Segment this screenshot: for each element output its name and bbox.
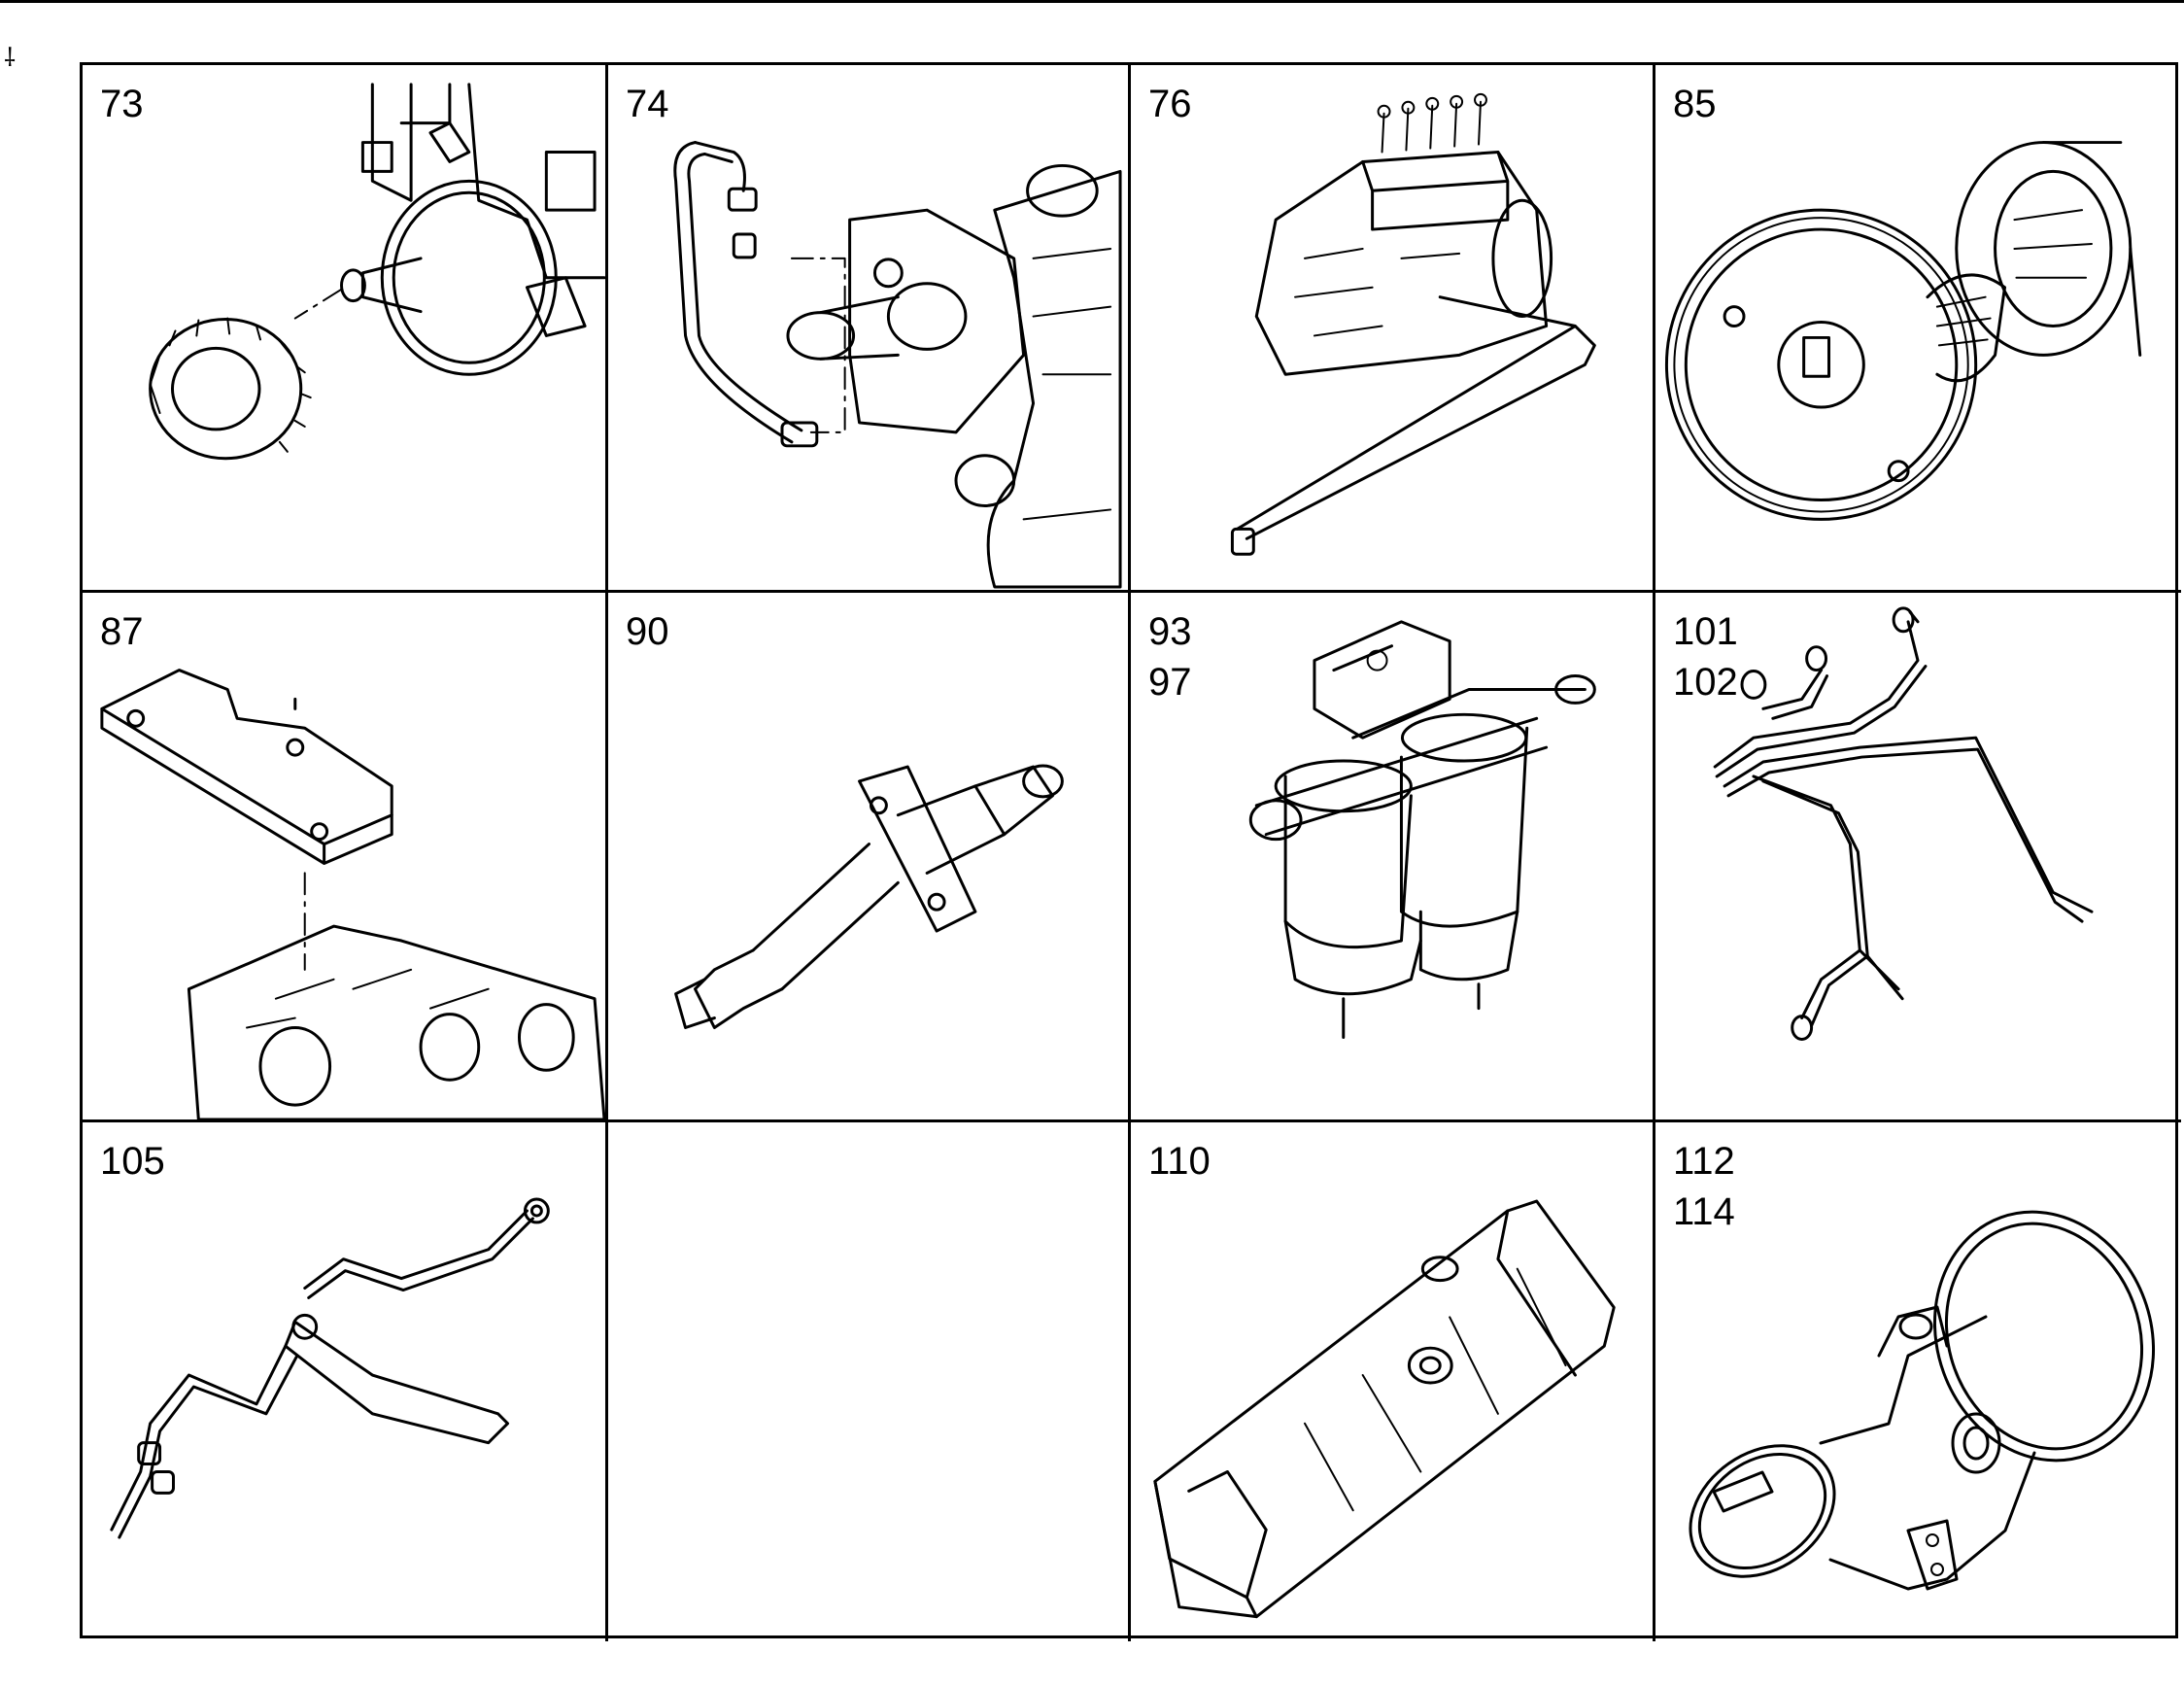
pump-with-pipe-icon <box>673 141 1122 589</box>
item-number: 114 <box>1673 1190 1735 1233</box>
injector-nozzle-icon <box>674 764 1064 1030</box>
item-number: 102 <box>1673 661 1738 704</box>
elbow-housing-icon <box>1689 1210 2156 1591</box>
item-number: 85 <box>1673 83 1717 125</box>
cell-105[interactable]: 105 <box>83 1122 608 1641</box>
cell-74[interactable]: 74 <box>608 65 1131 593</box>
injection-pump-gear-icon <box>149 83 605 461</box>
cell-110[interactable]: 110 <box>1131 1122 1655 1641</box>
gear-and-coupling-icon <box>1664 141 2142 521</box>
inline-injection-pump-icon <box>1230 92 1596 556</box>
item-number: 87 <box>100 610 144 653</box>
cell-empty <box>608 1122 1131 1641</box>
cell-93-97[interactable]: 93 97 <box>1131 593 1655 1122</box>
cell-112-114[interactable]: 112 114 <box>1655 1122 2181 1641</box>
item-number: 76 <box>1148 83 1192 125</box>
twin-fuel-filter-icon <box>1248 620 1596 1039</box>
cell-101-102[interactable]: 101 102 <box>1655 593 2181 1122</box>
item-number: 74 <box>626 83 669 125</box>
parts-grid: 73 74 <box>80 62 2181 1641</box>
item-number: 105 <box>100 1140 165 1183</box>
corner-mark: ⸸ <box>4 43 17 72</box>
item-number: 73 <box>100 83 144 125</box>
injection-pipe-set-icon <box>1713 606 2094 1041</box>
item-number: 97 <box>1148 661 1192 704</box>
cell-76[interactable]: 76 <box>1131 65 1655 593</box>
cell-87[interactable]: 87 <box>83 593 608 1122</box>
intake-manifold-icon <box>1153 1199 1616 1619</box>
item-number: 93 <box>1148 610 1192 653</box>
item-number: 110 <box>1148 1140 1211 1183</box>
cover-plate-on-block-icon <box>100 669 605 1119</box>
cell-73[interactable]: 73 <box>83 65 608 593</box>
injector-with-pipe-icon <box>110 1197 550 1539</box>
cell-90[interactable]: 90 <box>608 593 1131 1122</box>
item-number: 101 <box>1673 610 1738 653</box>
top-rule <box>0 0 2184 3</box>
item-number: 112 <box>1673 1140 1735 1183</box>
cell-85[interactable]: 85 <box>1655 65 2181 593</box>
item-number: 90 <box>626 610 669 653</box>
